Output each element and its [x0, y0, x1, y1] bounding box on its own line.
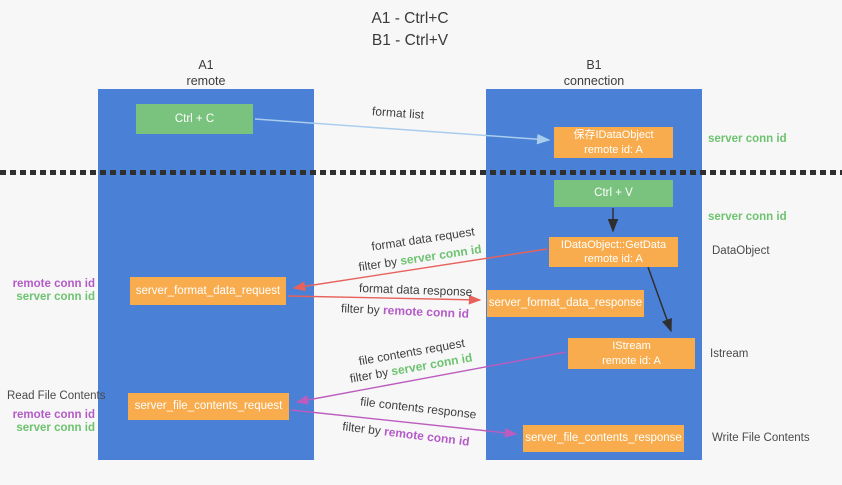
diagram-title-line1: A1 - Ctrl+C [371, 10, 449, 27]
remote-conn-id-keyword: remote conn id [383, 424, 471, 449]
label-server-conn-id-mid: server conn id [708, 211, 787, 223]
label-format-list: format list [371, 104, 425, 122]
istream-line1: IStream [612, 340, 651, 353]
node-ctrl-v: Ctrl + V [554, 180, 673, 207]
label-filter-by-remote-conn-id-2: filter by remote conn id [342, 419, 471, 448]
node-istream: IStream remote id: A [568, 338, 695, 369]
remote-conn-id-keyword: remote conn id [382, 303, 470, 321]
node-save-idataobject: 保存IDataObject remote id: A [554, 127, 673, 158]
filter-by-text: filter by [348, 364, 393, 386]
server-format-data-response-label: server_format_data_response [488, 297, 643, 310]
lane-header-a1: A1 remote [146, 57, 266, 90]
label-format-data-response: format data response [358, 281, 473, 299]
getdata-line2: remote id: A [584, 253, 643, 265]
node-server-file-contents-response: server_file_contents_response [523, 425, 684, 452]
label-server-conn-id-2: server conn id [16, 422, 95, 434]
label-file-contents-response: file contents response [359, 394, 478, 422]
label-read-file-contents: Read File Contents [7, 390, 106, 402]
getdata-line1: IDataObject::GetData [560, 238, 667, 251]
save-idataobject-line2: remote id: A [584, 143, 643, 156]
label-dataobject: DataObject [712, 245, 770, 257]
node-idataobject-getdata: IDataObject::GetData remote id: A [549, 237, 678, 267]
save-idataobject-line1: 保存IDataObject [573, 129, 654, 142]
label-istream-side: Istream [710, 348, 749, 360]
lane-header-b1: B1 connection [534, 57, 654, 90]
label-filter-by-remote-conn-id-1: filter by remote conn id [341, 301, 470, 321]
node-server-format-data-response: server_format_data_response [487, 290, 644, 317]
istream-line2: remote id: A [602, 354, 661, 367]
ctrl-c-label: Ctrl + C [174, 112, 215, 125]
label-remote-conn-id-2: remote conn id [12, 409, 95, 421]
label-server-conn-id-top: server conn id [708, 133, 787, 145]
lane-a1-name: A1 [198, 58, 214, 72]
node-server-format-data-request: server_format_data_request [130, 277, 286, 305]
server-format-data-request-label: server_format_data_request [135, 284, 281, 297]
node-ctrl-c: Ctrl + C [136, 104, 253, 134]
label-write-file-contents: Write File Contents [712, 432, 810, 444]
node-server-file-contents-request: server_file_contents_request [128, 393, 289, 420]
lane-b1-name: B1 [586, 58, 602, 72]
network-boundary-divider [0, 170, 842, 175]
diagram-title: A1 - Ctrl+C B1 - Ctrl+V [320, 8, 500, 51]
server-file-contents-response-label: server_file_contents_response [525, 432, 682, 445]
server-file-contents-request-label: server_file_contents_request [134, 400, 283, 413]
ctrl-v-label: Ctrl + V [594, 187, 633, 200]
filter-by-text: filter by [340, 301, 384, 318]
filter-by-text: filter by [341, 419, 386, 439]
filter-by-text: filter by [357, 254, 402, 275]
label-remote-conn-id-1: remote conn id [12, 278, 95, 290]
lane-a1-role: remote [186, 74, 226, 89]
lane-b1-role: connection [563, 74, 625, 89]
diagram-title-line2: B1 - Ctrl+V [371, 31, 449, 49]
label-server-conn-id-1: server conn id [16, 291, 95, 303]
